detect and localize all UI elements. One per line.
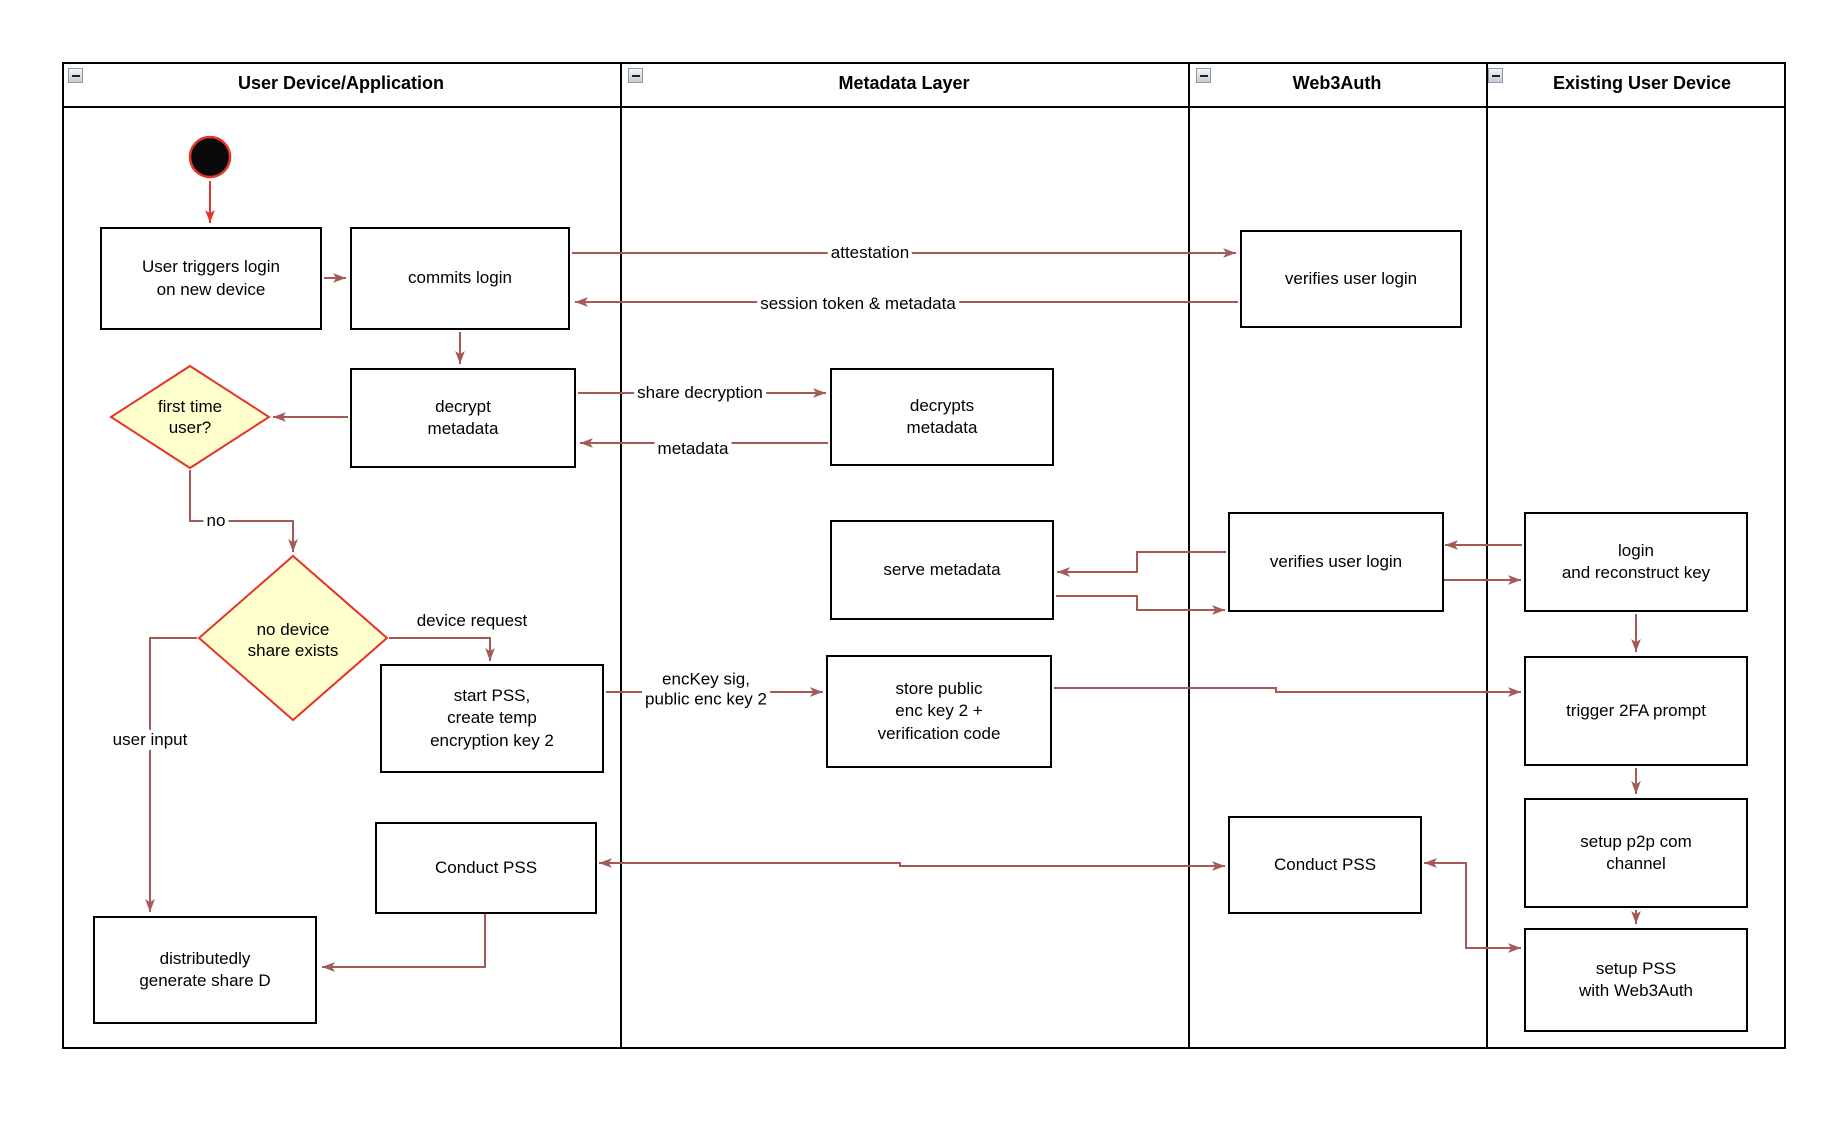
lane-title-web3auth: Web3Auth xyxy=(1292,73,1382,93)
edge-label-session-token: session token & metadata xyxy=(757,293,959,315)
node-conduct-pss-web3auth[interactable]: Conduct PSS xyxy=(1228,816,1422,914)
node-user-triggers-login[interactable]: User triggers login on new device xyxy=(100,227,322,330)
lane-title-existing-device: Existing User Device xyxy=(1552,73,1732,93)
lane-divider-3 xyxy=(1486,62,1488,1049)
edge-label-metadata: metadata xyxy=(654,438,732,460)
edge-label-user-input: user input xyxy=(109,729,191,751)
node-setup-p2p-channel[interactable]: setup p2p com channel xyxy=(1524,798,1748,908)
node-distributedly-generate[interactable]: distributedly generate share D xyxy=(93,916,317,1024)
collapse-icon[interactable] xyxy=(1488,68,1503,83)
node-setup-pss-web3auth[interactable]: setup PSS with Web3Auth xyxy=(1524,928,1748,1032)
node-verifies-user-login-2[interactable]: verifies user login xyxy=(1228,512,1444,612)
lane-title-user-device: User Device/Application xyxy=(237,73,445,93)
node-login-reconstruct-key[interactable]: login and reconstruct key xyxy=(1524,512,1748,612)
minus-icon xyxy=(1199,74,1208,77)
decision-label-first-time-user: first time user? xyxy=(157,396,223,437)
node-decrypts-metadata[interactable]: decrypts metadata xyxy=(830,368,1054,466)
lane-header-divider xyxy=(62,106,1786,108)
lane-divider-2 xyxy=(1188,62,1190,1049)
node-start-pss[interactable]: start PSS, create temp encryption key 2 xyxy=(380,664,604,773)
lane-divider-1 xyxy=(620,62,622,1049)
node-trigger-2fa-prompt[interactable]: trigger 2FA prompt xyxy=(1524,656,1748,766)
minus-icon xyxy=(631,74,640,77)
node-commits-login[interactable]: commits login xyxy=(350,227,570,330)
edge-label-device-request: device request xyxy=(413,610,531,632)
edge-label-no: no xyxy=(203,510,229,532)
collapse-icon[interactable] xyxy=(68,68,83,83)
edge-label-share-decryption: share decryption xyxy=(634,382,766,404)
node-serve-metadata[interactable]: serve metadata xyxy=(830,520,1054,620)
lane-title-metadata: Metadata Layer xyxy=(838,73,970,93)
minus-icon xyxy=(71,74,80,77)
node-verifies-user-login-1[interactable]: verifies user login xyxy=(1240,230,1462,328)
collapse-icon[interactable] xyxy=(1196,68,1211,83)
node-conduct-pss-left[interactable]: Conduct PSS xyxy=(375,822,597,914)
collapse-icon[interactable] xyxy=(628,68,643,83)
edge-label-attestation: attestation xyxy=(827,242,913,264)
edge-label-enckey: encKey sig, public enc key 2 xyxy=(642,669,770,711)
node-decrypt-metadata[interactable]: decrypt metadata xyxy=(350,368,576,468)
minus-icon xyxy=(1491,74,1500,77)
pool-frame xyxy=(62,62,1786,1049)
decision-label-no-device-share: no device share exists xyxy=(247,619,339,660)
node-store-public-enc-key[interactable]: store public enc key 2 + verification co… xyxy=(826,655,1052,768)
